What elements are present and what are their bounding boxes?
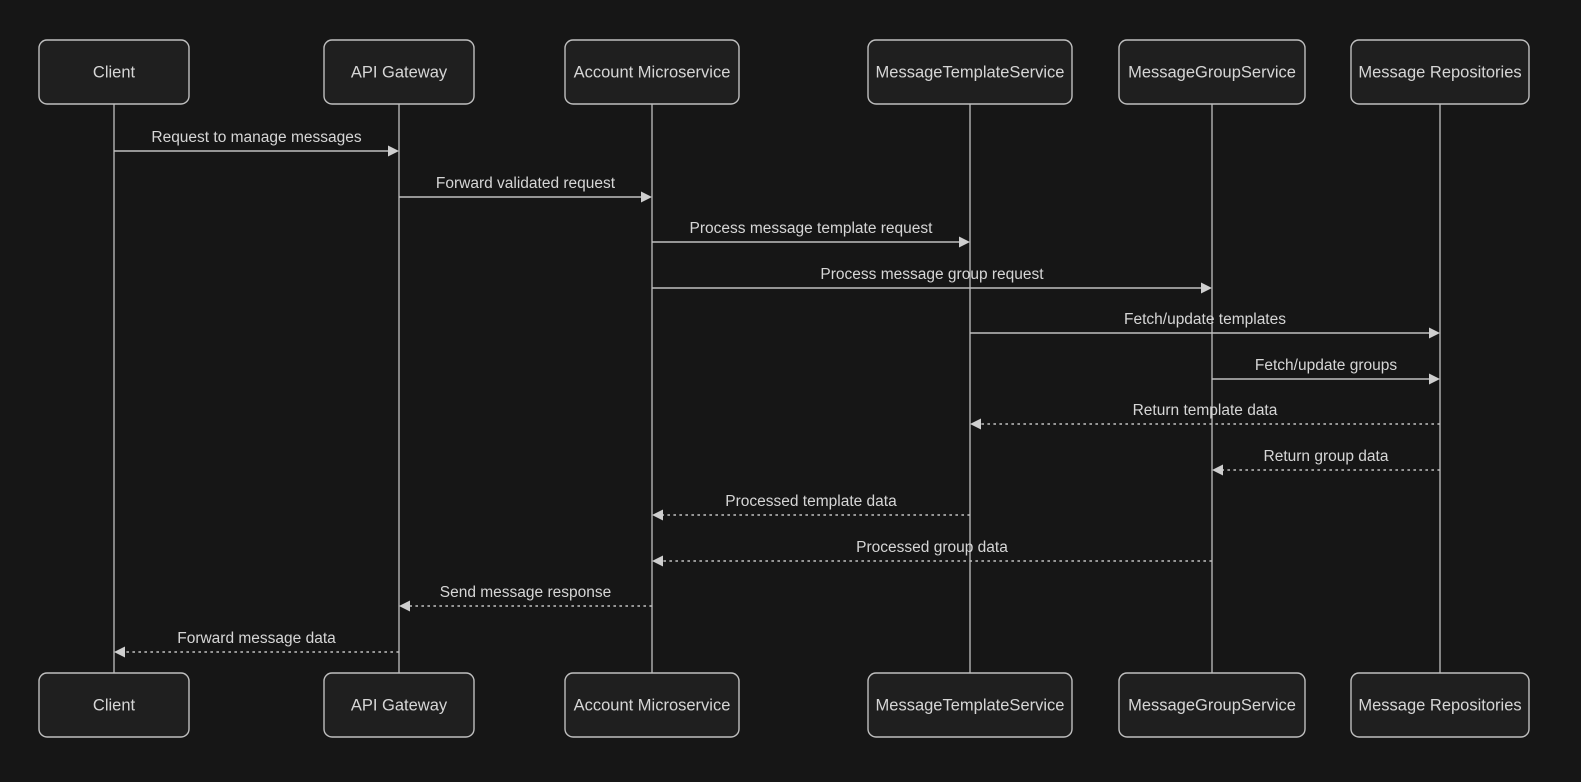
message-8-repos-to-group[interactable]: Return group data [1212,448,1440,476]
participant-repos-bottom[interactable]: Message Repositories [1350,672,1530,738]
participant-box-shape [38,672,190,738]
message-label: Fetch/update groups [1255,357,1397,374]
message-3-account-to-template[interactable]: Process message template request [652,220,970,248]
message-12-gateway-to-client[interactable]: Forward message data [114,630,399,658]
message-arrowhead-right [641,191,652,203]
message-5-template-to-repos[interactable]: Fetch/update templates [970,311,1440,339]
participant-repos-top[interactable]: Message Repositories [1350,39,1530,105]
participant-account-bottom[interactable]: Account Microservice [564,672,740,738]
lifelines-layer [113,104,1441,673]
message-1-client-to-gateway[interactable]: Request to manage messages [114,129,399,157]
message-label: Send message response [440,584,611,601]
message-label: Return group data [1264,448,1389,465]
participant-box-shape [867,672,1073,738]
participant-label: Account Microservice [574,63,731,81]
participant-client-bottom[interactable]: Client [38,672,190,738]
message-arrowhead-left [652,509,663,521]
participant-label: Client [93,63,136,81]
participant-client-top[interactable]: Client [38,39,190,105]
participant-box-shape [564,39,740,105]
message-10-group-to-account[interactable]: Processed group data [652,539,1212,567]
message-6-group-to-repos[interactable]: Fetch/update groups [1212,357,1440,385]
message-label: Return template data [1133,402,1278,419]
participant-box-shape [1350,672,1530,738]
message-arrowhead-left [114,646,125,658]
participant-box-shape [323,672,475,738]
participant-box-shape [1118,39,1306,105]
participant-box-shape [38,39,190,105]
participant-label: Account Microservice [574,696,731,714]
participant-label: MessageTemplateService [876,696,1065,714]
message-label: Process message template request [690,220,934,237]
message-arrowhead-left [1212,464,1223,476]
message-arrowhead-right [1429,373,1440,385]
message-arrowhead-left [970,418,981,430]
participant-group-top[interactable]: MessageGroupService [1118,39,1306,105]
message-arrowhead-left [652,555,663,567]
participant-account-top[interactable]: Account Microservice [564,39,740,105]
message-9-template-to-account[interactable]: Processed template data [652,493,970,521]
participant-label: Message Repositories [1358,63,1521,81]
message-7-repos-to-template[interactable]: Return template data [970,402,1440,430]
message-label: Forward validated request [436,175,616,192]
message-label: Process message group request [820,266,1044,283]
participant-group-bottom[interactable]: MessageGroupService [1118,672,1306,738]
participant-label: API Gateway [351,63,448,81]
message-arrowhead-right [959,236,970,248]
participant-template-top[interactable]: MessageTemplateService [867,39,1073,105]
message-arrowhead-left [399,600,410,612]
message-label: Forward message data [177,630,336,647]
participant-box-shape [323,39,475,105]
message-label: Processed group data [856,539,1008,556]
participant-label: API Gateway [351,696,448,714]
participant-box-shape [564,672,740,738]
message-2-gateway-to-account[interactable]: Forward validated request [399,175,652,203]
message-4-account-to-group[interactable]: Process message group request [652,266,1212,294]
message-11-account-to-gateway[interactable]: Send message response [399,584,652,612]
message-label: Fetch/update templates [1124,311,1286,328]
participant-box-shape [867,39,1073,105]
participant-label: Message Repositories [1358,696,1521,714]
participant-label: Client [93,696,136,714]
participant-label: MessageGroupService [1128,63,1296,81]
participant-box-shape [1118,672,1306,738]
participant-box-shape [1350,39,1530,105]
message-label: Request to manage messages [151,129,361,146]
message-arrowhead-right [1429,327,1440,339]
message-label: Processed template data [725,493,897,510]
participant-label: MessageTemplateService [876,63,1065,81]
participant-label: MessageGroupService [1128,696,1296,714]
participant-gateway-top[interactable]: API Gateway [323,39,475,105]
participant-gateway-bottom[interactable]: API Gateway [323,672,475,738]
message-arrowhead-right [1201,282,1212,294]
message-arrowhead-right [388,145,399,157]
participant-template-bottom[interactable]: MessageTemplateService [867,672,1073,738]
